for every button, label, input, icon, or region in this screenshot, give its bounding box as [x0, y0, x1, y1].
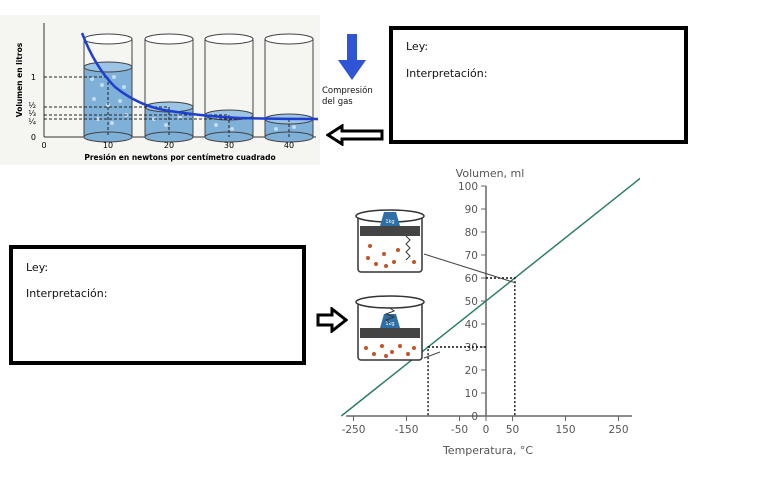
boyle-law-svg: 1 ½ ⅓ ¼ 0 0 10 20 30 40 Presión en newto…: [15, 23, 319, 162]
boyle-xtick-20: 20: [164, 141, 174, 150]
left-arrow-icon: [326, 124, 384, 146]
boyle-x-label: Presión en newtons por centímetro cuadra…: [84, 153, 275, 162]
compression-label: Compresión del gas: [322, 86, 373, 108]
beaker-upper: 1kg: [355, 209, 425, 273]
charles-ytick-label: 70: [465, 250, 478, 262]
weight-icon-upper: [380, 212, 400, 226]
charles-ytick-label: 40: [465, 319, 478, 331]
law-box-top: Ley: Interpretación:: [389, 26, 688, 144]
law-box-top-interpretacion-label: Interpretación:: [406, 67, 488, 80]
gas-particles: [90, 75, 296, 131]
spring-icon-upper: [405, 235, 411, 261]
law-box-left-ley-label: Ley:: [26, 261, 49, 274]
boyle-xtick-0: 0: [41, 141, 46, 150]
charles-ytick-label: 100: [458, 181, 478, 193]
pointer-upper: [423, 253, 517, 284]
weight-icon-lower: [380, 314, 400, 328]
cylinder-2: [144, 33, 194, 143]
beaker-lower: 1kg: [355, 295, 425, 361]
spring-icon-lower: [384, 307, 396, 324]
boyle-ytick-0: 0: [31, 133, 36, 142]
boyle-ytick-quarter: ¼: [28, 117, 36, 126]
pointer-lower: [423, 351, 441, 359]
charles-ytick-label: 50: [465, 296, 478, 308]
compression-label-line-1: Compresión: [322, 86, 373, 96]
boyle-xtick-30: 30: [224, 141, 234, 150]
weight-upper-label: 1kg: [385, 219, 394, 225]
charles-x-label: Temperatura, °C: [442, 444, 533, 457]
charles-y-label: Volumen, ml: [456, 167, 525, 180]
charles-xtick-label: 50: [506, 424, 519, 436]
boyle-ytick-half: ½: [28, 101, 36, 110]
charles-ytick-label: 80: [465, 227, 478, 239]
boyle-xtick-10: 10: [103, 141, 113, 150]
charles-ytick-label: 60: [465, 273, 478, 285]
law-box-left: Ley: Interpretación:: [9, 245, 306, 365]
compression-arrow-icon: [338, 34, 366, 80]
law-box-left-interpretacion-label: Interpretación:: [26, 287, 108, 300]
charles-xtick-label: 150: [555, 424, 575, 436]
charles-xtick-label: -250: [342, 424, 366, 436]
charles-ytick-label: 0: [471, 411, 478, 423]
boyle-y-label: Volumen en litros: [15, 42, 24, 117]
boyle-xtick-40: 40: [284, 141, 294, 150]
charles-xtick-label: 0: [483, 424, 490, 436]
charles-xtick-label: -50: [451, 424, 468, 436]
charles-x-ticks: -250 -150 -50 0 50 150 250: [342, 416, 629, 436]
boyle-ytick-1: 1: [31, 73, 36, 82]
weight-lower-label: 1kg: [385, 321, 394, 327]
charles-ytick-label: 90: [465, 204, 478, 216]
compression-label-line-2: del gas: [322, 97, 353, 107]
charles-xtick-label: 250: [608, 424, 628, 436]
right-arrow-icon: [316, 307, 348, 333]
charles-series-line: [340, 177, 640, 417]
boyle-guide-lines: [44, 76, 290, 137]
charles-xtick-label: -150: [395, 424, 419, 436]
boyle-ytick-third: ⅓: [28, 109, 36, 118]
boyle-law-figure: 1 ½ ⅓ ¼ 0 0 10 20 30 40 Presión en newto…: [0, 15, 320, 165]
charles-ytick-label: 10: [465, 388, 478, 400]
charles-ytick-label: 20: [465, 365, 478, 377]
law-box-top-ley-label: Ley:: [406, 40, 429, 53]
charles-ytick-label: 30: [465, 342, 478, 354]
charles-dotted-guides: [427, 277, 516, 416]
boyle-curve: [80, 32, 319, 121]
